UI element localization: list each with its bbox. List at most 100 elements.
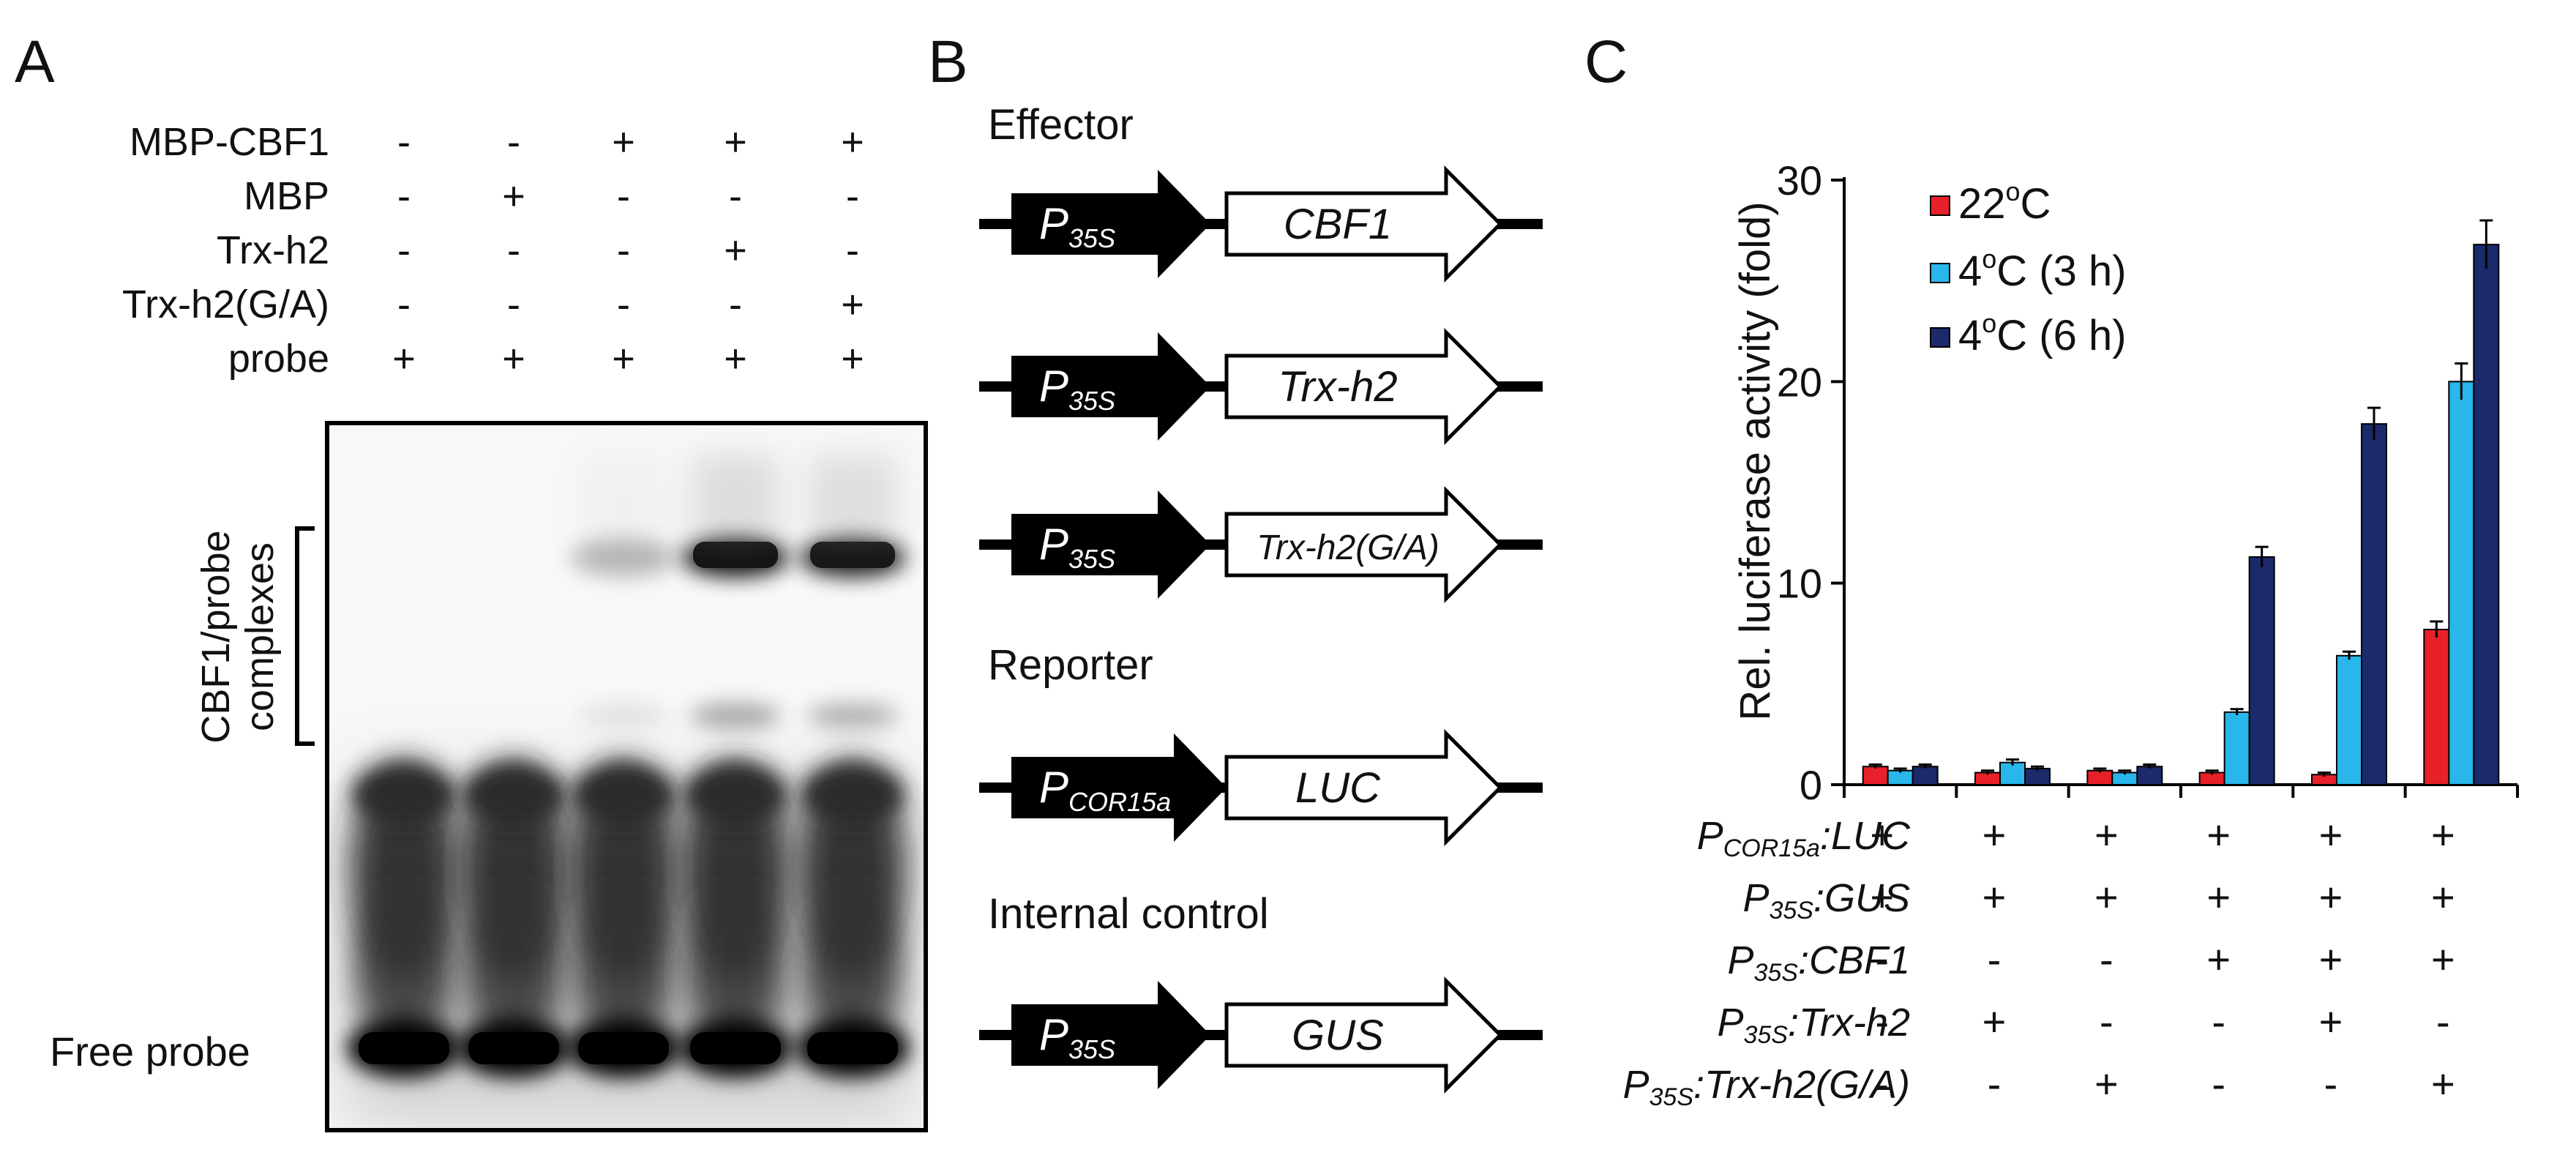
row-label-sub: 35S [1650, 1083, 1694, 1111]
bar [2448, 381, 2475, 785]
condition-sign: - [617, 283, 630, 326]
construct-row-label: PCOR15a:LUC [1697, 814, 1911, 862]
condition-sign: + [612, 337, 635, 381]
legend-label-main: 22 [1958, 180, 2006, 228]
row-label-main: P [1717, 1001, 1743, 1045]
gene-label: Trx-h2(G/A) [1257, 528, 1439, 567]
probe-shoulder [353, 765, 455, 823]
probe-smear [687, 893, 784, 1054]
construct-sign: + [1870, 812, 1894, 858]
condition-sign: - [397, 228, 411, 272]
condition-sign: - [729, 174, 742, 218]
condition-sign: + [724, 120, 747, 164]
gel-lane [795, 454, 910, 1077]
probe-smear [356, 893, 452, 1054]
row-label-main: P [1622, 1063, 1649, 1107]
row-label-sub: 35S [1743, 1021, 1788, 1049]
legend-swatch [1930, 263, 1950, 283]
legend-label-main: 4 [1958, 247, 1982, 295]
row-label-rest: :Trx-h2 [1788, 1001, 1910, 1045]
bar [2223, 711, 2250, 786]
panel-c: C Rel. luciferase activity (fold) 010203… [1584, 29, 2519, 1111]
condition-sign: - [617, 174, 630, 218]
condition-sign: - [397, 120, 411, 164]
promoter-label: P35S [1039, 1010, 1115, 1064]
promoter-arrow [1011, 981, 1210, 1089]
gel-lane [457, 761, 571, 1077]
legend-label-rest: C (6 h) [1996, 312, 2126, 359]
construct-sign: - [1988, 1061, 2002, 1107]
y-axis-label: Rel. luciferase activity (fold) [1731, 201, 1779, 720]
svg-text:Rel. luciferase activity (fold: Rel. luciferase activity (fold) [1731, 201, 1779, 720]
promoter-label-main: P [1039, 520, 1068, 569]
construct-sign: + [2094, 874, 2119, 920]
condition-sign: - [507, 283, 520, 326]
bracket-label-line-2: complexes [238, 542, 282, 731]
bar [2136, 766, 2163, 785]
lower-complex-band [807, 703, 898, 729]
row-label-rest: :LUC [1820, 814, 1911, 858]
promoter-label-sub: 35S [1068, 1034, 1115, 1064]
construct-sign: - [2100, 936, 2113, 982]
construct-sign: - [2100, 998, 2113, 1045]
gene-arrow [1224, 976, 1503, 1094]
condition-label: probe [228, 337, 329, 381]
promoter-label-main: P [1039, 1010, 1068, 1059]
bar [2336, 654, 2362, 786]
condition-sign: + [841, 337, 864, 381]
complex-smear [809, 454, 896, 564]
condition-sign: + [724, 337, 747, 381]
free-probe-band-core [690, 1032, 781, 1064]
gel-lanes [347, 454, 910, 1077]
probe-shoulder [572, 765, 675, 823]
gene-arrow [1224, 327, 1503, 446]
legend-label-sup: o [1982, 308, 1996, 338]
bar [1862, 766, 1889, 785]
condition-label: Trx-h2 [217, 228, 329, 272]
construct-sign: + [2431, 936, 2455, 982]
legend-label-sup: o [1982, 244, 1996, 274]
gel-lane [566, 454, 681, 1077]
free-probe-band-core [578, 1032, 669, 1064]
panel-a: A MBP-CBF1--+++MBP-+---Trx-h2---+-Trx-h2… [15, 29, 928, 1132]
row-label-sub: 35S [1769, 897, 1813, 924]
probe-smear [804, 893, 901, 1054]
legend-label: 4oC (3 h) [1958, 244, 2127, 295]
gene-label: CBF1 [1284, 201, 1392, 248]
condition-sign: + [502, 337, 525, 381]
complex-smear [580, 454, 667, 564]
construct-sign: - [1875, 936, 1889, 982]
y-tick-label: 0 [1800, 762, 1822, 808]
construct-sign: + [2319, 936, 2343, 982]
construct-sign: + [1982, 812, 2007, 858]
gene-arrow [1224, 165, 1503, 283]
internal-control-heading: Internal control [988, 890, 1269, 938]
construct-sign: + [2431, 874, 2455, 920]
condition-sign: + [612, 120, 635, 164]
row-label-main: P [1742, 876, 1769, 920]
construct-sign: + [1870, 874, 1894, 920]
gene-arrow [1224, 485, 1503, 604]
gene-label: LUC [1295, 764, 1381, 812]
panel-c-letter: C [1584, 29, 1628, 95]
gel-lane [678, 454, 793, 1077]
legend-label-sup: o [2006, 176, 2021, 206]
free-probe-label: Free probe [50, 1028, 250, 1075]
bracket-label: CBF1/probe complexes [194, 530, 282, 743]
condition-label: MBP [244, 174, 329, 218]
bar [1999, 761, 2026, 786]
panel-b-letter: B [928, 29, 968, 95]
gel-image [325, 421, 928, 1132]
promoter-arrow [1011, 332, 1210, 441]
construct-sign: - [2324, 1061, 2338, 1107]
construct-sign: - [2212, 998, 2225, 1045]
bar [2086, 769, 2113, 786]
condition-sign: - [507, 228, 520, 272]
bar [2423, 628, 2450, 786]
reporter-heading: Reporter [988, 641, 1153, 689]
